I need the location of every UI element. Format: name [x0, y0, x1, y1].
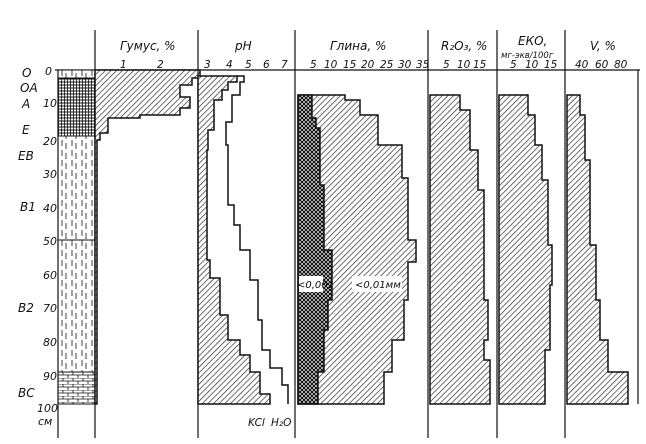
depth-tick-30: 30	[43, 168, 57, 181]
depth-unit: см	[38, 415, 52, 428]
horizon-B1: B1	[20, 200, 36, 214]
depth-tick-80: 80	[43, 336, 57, 349]
ph-title: pH	[234, 39, 252, 53]
cec-title: ЕКО,	[518, 34, 547, 48]
horizon-B2: B2	[18, 301, 34, 315]
horizon-EB: EB	[18, 149, 34, 163]
soil-column	[57, 69, 96, 438]
v-tick-60: 60	[595, 59, 609, 71]
ph-h2o-line	[225, 75, 289, 404]
horizon-A: A	[21, 97, 30, 111]
humus-title: Гумус, %	[120, 39, 176, 53]
r2o3-title: R₂O₃, %	[441, 39, 487, 53]
v-profile	[566, 94, 629, 405]
v-tick-80: 80	[614, 59, 628, 71]
ph-tick-6: 6	[263, 59, 270, 71]
humus-profile	[94, 69, 201, 405]
clay-tick-30: 30	[398, 59, 412, 71]
depth-tick-0: 0	[45, 65, 52, 78]
clay-tick-20: 20	[361, 59, 375, 71]
depth-tick-40: 40	[43, 202, 57, 215]
clay-tick-10: 10	[324, 59, 338, 71]
horizon-BC: BC	[18, 386, 35, 400]
cec-tick-15: 15	[544, 59, 558, 71]
clay-tick-15: 15	[343, 59, 357, 71]
ph-tick-4: 4	[226, 59, 233, 71]
depth-tick-60: 60	[43, 269, 57, 282]
clay-tick-35: 35	[416, 59, 430, 71]
horizon-O: O	[22, 66, 31, 80]
ph-tick-7: 7	[281, 59, 288, 71]
clay-fine-area	[297, 94, 333, 405]
depth-tick-50: 50	[43, 235, 57, 248]
ph-footer-kcl: KCl	[248, 417, 265, 429]
v-panel: V, % 40 60 80	[564, 30, 639, 438]
humus-tick-2: 2	[157, 59, 164, 71]
ph-tick-3: 3	[204, 59, 211, 71]
v-tick-40: 40	[575, 59, 589, 71]
r2o3-profile	[429, 94, 491, 405]
ph-panel: pH 3 4 5 6 7 KCl H₂O	[197, 30, 291, 438]
clay-panel: Глина, % 5 10 15 20 25 30 35 <0,001 <0,0…	[294, 30, 430, 438]
horizon-OA: OA	[20, 81, 38, 95]
depth-tick-100: 100	[37, 402, 58, 415]
v-title: V, %	[590, 39, 616, 53]
clay-tick-25: 25	[380, 59, 394, 71]
depth-axis: 0 10 20 30 40 50 60 70 80 90 100 см	[37, 65, 58, 428]
ph-footer-h2o: H₂O	[271, 417, 291, 429]
clay-label-coarse: <0,01мм	[355, 280, 401, 291]
depth-tick-20: 20	[43, 135, 57, 148]
clay-tick-5: 5	[310, 59, 317, 71]
horizon-labels: O OA A E EB B1 B2 BC	[18, 66, 38, 400]
cec-panel: ЕКО, мг-экв/100г 5 10 15	[496, 30, 558, 438]
cec-tick-5: 5	[510, 59, 517, 71]
humus-panel: Гумус, % 1 2	[94, 30, 201, 438]
clay-label-fine: <0,001	[297, 280, 334, 291]
horizon-E: E	[22, 123, 30, 137]
r2o3-tick-15: 15	[473, 59, 487, 71]
depth-tick-90: 90	[43, 370, 57, 383]
depth-tick-70: 70	[43, 302, 57, 315]
cec-title-unit: мг-экв/100г	[501, 51, 554, 61]
cec-profile	[498, 94, 553, 405]
ph-tick-5: 5	[245, 59, 252, 71]
humus-tick-1: 1	[120, 59, 127, 71]
r2o3-tick-10: 10	[457, 59, 471, 71]
ph-kcl-area	[197, 75, 271, 405]
r2o3-panel: R₂O₃, % 5 10 15	[427, 30, 491, 438]
clay-title: Глина, %	[330, 39, 386, 53]
cec-tick-10: 10	[525, 59, 539, 71]
r2o3-tick-5: 5	[443, 59, 450, 71]
depth-tick-10: 10	[43, 97, 57, 110]
